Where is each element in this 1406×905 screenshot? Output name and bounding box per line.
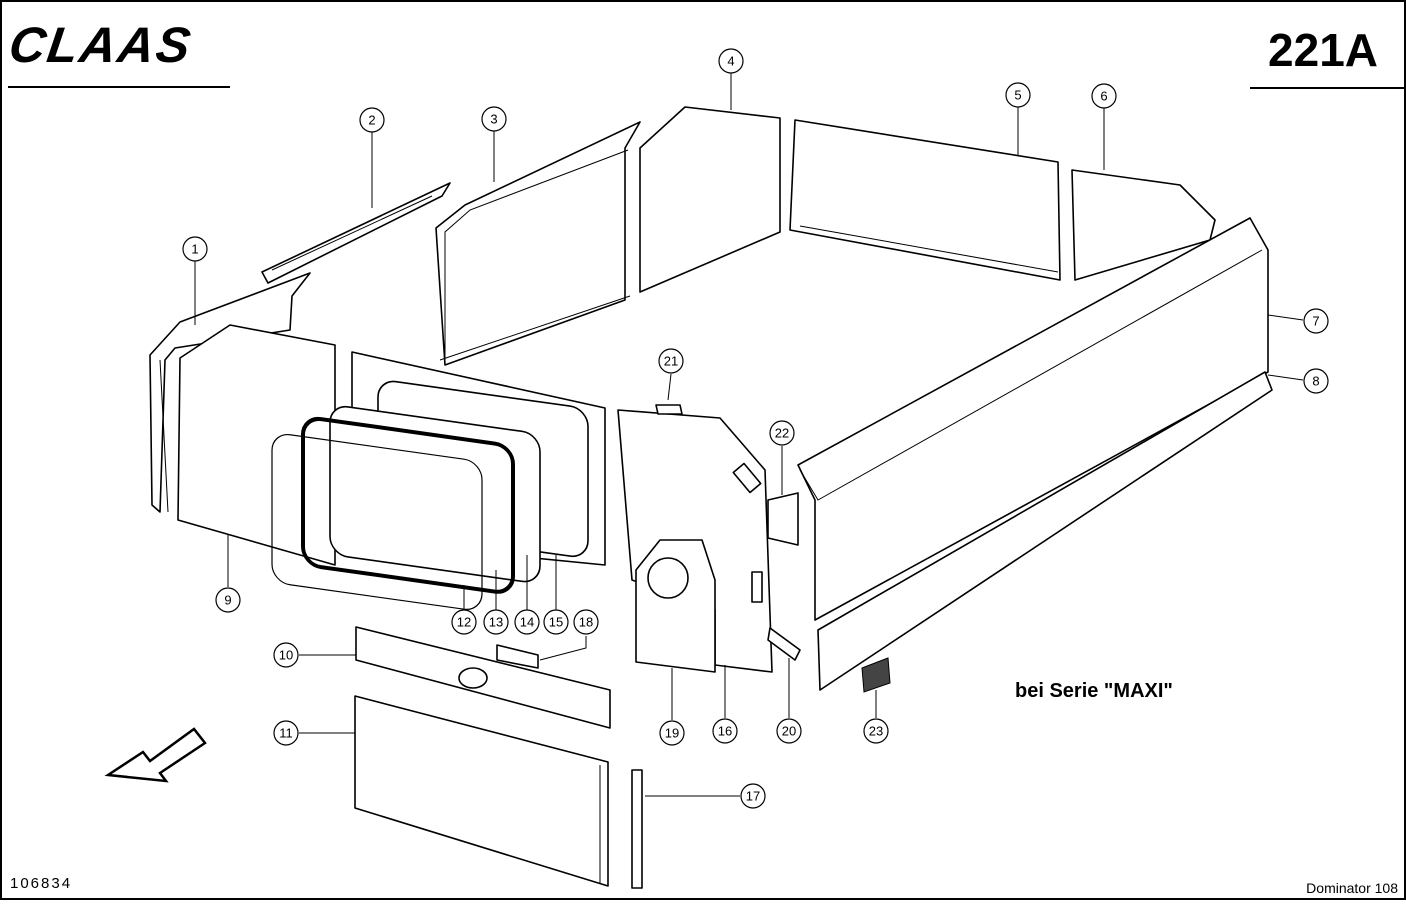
svg-text:17: 17	[746, 789, 760, 804]
part-13-gasket	[301, 416, 515, 594]
leader-lines	[194, 73, 1304, 797]
callout-6: 6	[1091, 83, 1117, 109]
part-8-bottom-strip	[817, 371, 1273, 691]
svg-text:16: 16	[718, 724, 732, 739]
svg-text:13: 13	[489, 615, 503, 630]
part-7-long-side-panel	[797, 217, 1269, 621]
svg-text:18: 18	[579, 615, 593, 630]
part-23-label-plate	[861, 657, 891, 693]
part-19-cover-plate	[635, 539, 716, 673]
part-5-rear-wall	[789, 119, 1061, 281]
part-10-cross-beam	[355, 626, 611, 729]
callout-10: 10	[273, 642, 299, 668]
callout-9: 9	[215, 587, 241, 613]
svg-text:19: 19	[665, 726, 679, 741]
window-assembly	[271, 351, 606, 610]
callout-16: 16	[712, 718, 738, 744]
svg-text:12: 12	[457, 615, 471, 630]
part-11-lower-panel	[354, 695, 609, 887]
svg-text:3: 3	[490, 112, 497, 127]
part-9-front-panel	[177, 324, 336, 566]
callout-8: 8	[1303, 368, 1329, 394]
callout-18: 18	[573, 609, 599, 635]
svg-text:7: 7	[1312, 314, 1319, 329]
svg-text:14: 14	[520, 615, 534, 630]
callout-11: 11	[273, 720, 299, 746]
callout-14: 14	[514, 609, 540, 635]
callout-12: 12	[451, 609, 477, 635]
model-name: Dominator 108	[1306, 880, 1398, 896]
svg-text:8: 8	[1312, 374, 1319, 389]
part-16-handle-slot	[732, 462, 762, 494]
callout-13: 13	[483, 609, 509, 635]
direction-arrow-icon	[104, 727, 207, 783]
callout-19: 19	[659, 720, 685, 746]
svg-text:1: 1	[191, 242, 198, 257]
callout-23: 23	[863, 718, 889, 744]
svg-text:6: 6	[1100, 89, 1107, 104]
svg-text:10: 10	[279, 648, 293, 663]
series-note: bei Serie "MAXI"	[1015, 680, 1173, 702]
callout-20: 20	[776, 718, 802, 744]
svg-text:4: 4	[727, 54, 734, 69]
callout-2: 2	[359, 107, 385, 133]
callout-21: 21	[658, 348, 684, 374]
svg-text:9: 9	[224, 593, 231, 608]
svg-text:2: 2	[368, 113, 375, 128]
svg-text:11: 11	[279, 726, 293, 741]
callout-15: 15	[543, 609, 569, 635]
callout-4: 4	[718, 48, 744, 74]
svg-text:22: 22	[775, 426, 789, 441]
part-18-tab	[496, 644, 539, 669]
part-21-latch	[655, 404, 683, 415]
svg-text:23: 23	[869, 724, 883, 739]
part-20-bracket	[767, 627, 801, 661]
part-17-seal-strip	[631, 769, 643, 889]
part-14-seal	[329, 405, 541, 583]
svg-text:15: 15	[549, 615, 563, 630]
callout-3: 3	[481, 106, 507, 132]
brand-logo-text: CLAAS	[6, 17, 196, 73]
part-2-rail	[261, 182, 451, 284]
svg-text:21: 21	[664, 354, 678, 369]
page-number: 221A	[1268, 24, 1378, 76]
part-6-side-panel	[1071, 169, 1216, 281]
part-3-side-panel	[435, 121, 641, 366]
callout-7: 7	[1303, 308, 1329, 334]
svg-text:5: 5	[1014, 88, 1021, 103]
part-4-rear-panel	[639, 106, 781, 293]
callout-17: 17	[740, 783, 766, 809]
callout-22: 22	[769, 420, 795, 446]
part-12-pane	[271, 433, 483, 610]
callout-5: 5	[1005, 82, 1031, 108]
callout-1: 1	[182, 236, 208, 262]
claas-logo: CLAAS	[6, 17, 230, 88]
drawing-number: 106834	[10, 875, 72, 892]
svg-text:20: 20	[782, 724, 796, 739]
part-22-bracket	[767, 492, 799, 546]
